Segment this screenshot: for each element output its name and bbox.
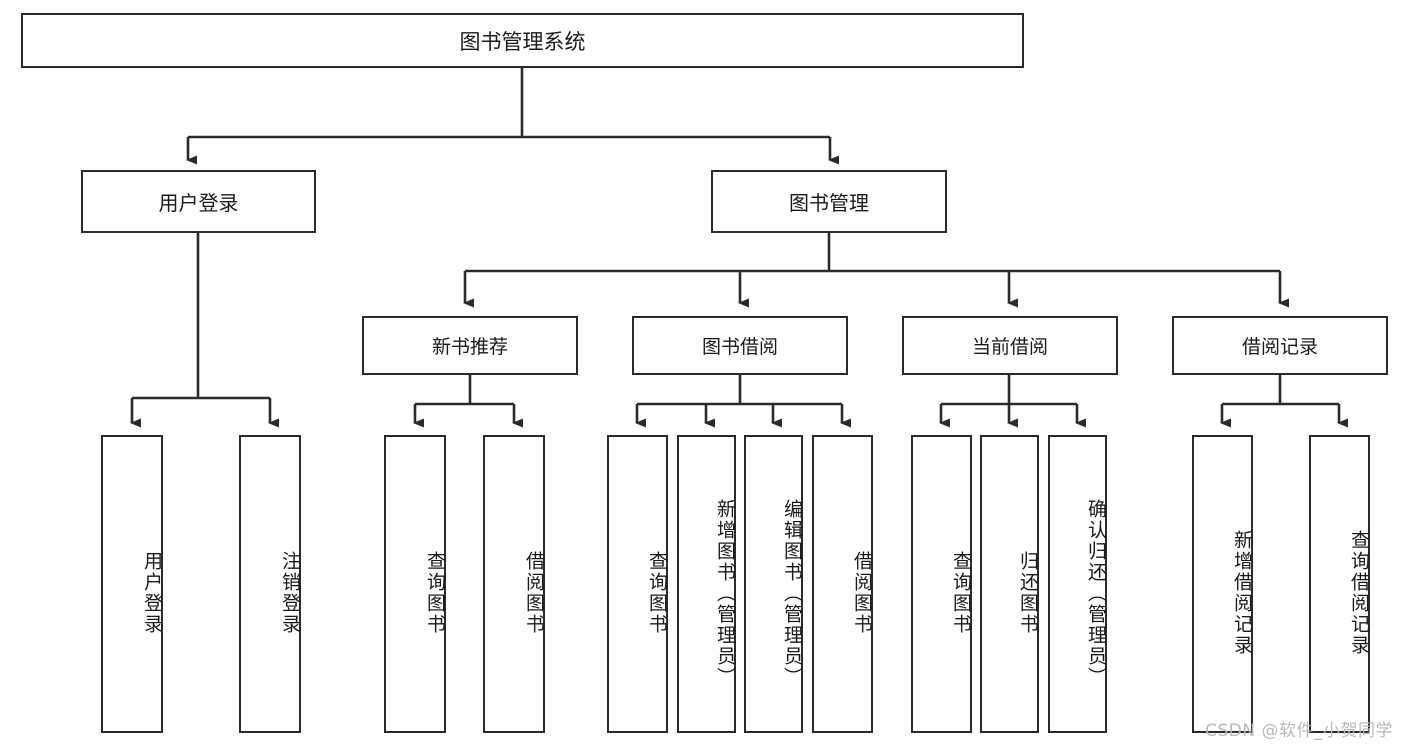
node-book-management[interactable]: 图书管理 <box>711 170 947 233</box>
node-label: 用户登录 <box>141 551 163 635</box>
leaf-borrow-book[interactable]: 借阅图书 <box>812 435 873 733</box>
node-label: 新增图书（管理员） <box>714 498 736 688</box>
node-label: 借阅记录 <box>1241 336 1318 358</box>
node-current-borrow[interactable]: 当前借阅 <box>902 316 1118 375</box>
leaf-logout-login[interactable]: 注销登录 <box>239 435 301 733</box>
node-label: 借阅图书 <box>523 551 545 635</box>
leaf-edit-book-admin[interactable]: 编辑图书（管理员） <box>744 435 803 733</box>
node-label: 新增借阅记录 <box>1231 530 1253 656</box>
node-root-book-management-system[interactable]: 图书管理系统 <box>21 13 1024 68</box>
node-label: 当前借阅 <box>971 336 1048 358</box>
node-label: 查询图书 <box>646 551 668 635</box>
node-new-book-recommend[interactable]: 新书推荐 <box>362 316 578 375</box>
node-label: 查询图书 <box>424 551 446 635</box>
node-label: 图书管理 <box>789 191 869 215</box>
node-label: 查询借阅记录 <box>1348 530 1370 656</box>
node-label: 查询图书 <box>950 551 972 635</box>
node-borrow-record[interactable]: 借阅记录 <box>1172 316 1388 375</box>
leaf-query-book-current[interactable]: 查询图书 <box>911 435 972 733</box>
node-label: 图书借阅 <box>701 336 778 358</box>
leaf-query-book-recommend[interactable]: 查询图书 <box>384 435 446 733</box>
leaf-add-book-admin[interactable]: 新增图书（管理员） <box>677 435 736 733</box>
node-label: 图书管理系统 <box>459 29 586 54</box>
leaf-borrow-book-recommend[interactable]: 借阅图书 <box>483 435 545 733</box>
node-label: 注销登录 <box>279 551 301 635</box>
leaf-query-book-borrow[interactable]: 查询图书 <box>607 435 668 733</box>
node-label: 归还图书 <box>1017 551 1039 635</box>
node-label: 编辑图书（管理员） <box>781 498 803 688</box>
node-label: 确认归还（管理员） <box>1085 498 1107 688</box>
node-label: 借阅图书 <box>851 551 873 635</box>
leaf-add-borrow-record[interactable]: 新增借阅记录 <box>1192 435 1253 733</box>
node-book-borrow[interactable]: 图书借阅 <box>632 316 848 375</box>
watermark-text: CSDN @软件_小贺同学 <box>1205 721 1393 741</box>
node-label: 用户登录 <box>158 191 239 215</box>
node-user-login[interactable]: 用户登录 <box>81 170 316 233</box>
leaf-query-borrow-record[interactable]: 查询借阅记录 <box>1309 435 1370 733</box>
leaf-confirm-return-admin[interactable]: 确认归还（管理员） <box>1048 435 1107 733</box>
node-label: 新书推荐 <box>431 336 508 358</box>
leaf-user-login[interactable]: 用户登录 <box>101 435 163 733</box>
leaf-return-book[interactable]: 归还图书 <box>980 435 1039 733</box>
